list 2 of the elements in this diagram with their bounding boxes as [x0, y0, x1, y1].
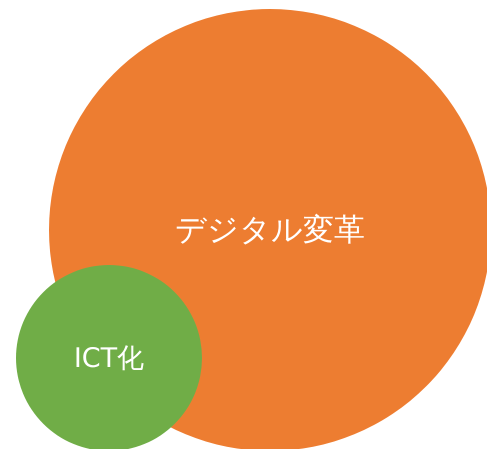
circle-label: デジタル変革 [175, 211, 365, 250]
circle-label: ICT化 [74, 342, 144, 376]
